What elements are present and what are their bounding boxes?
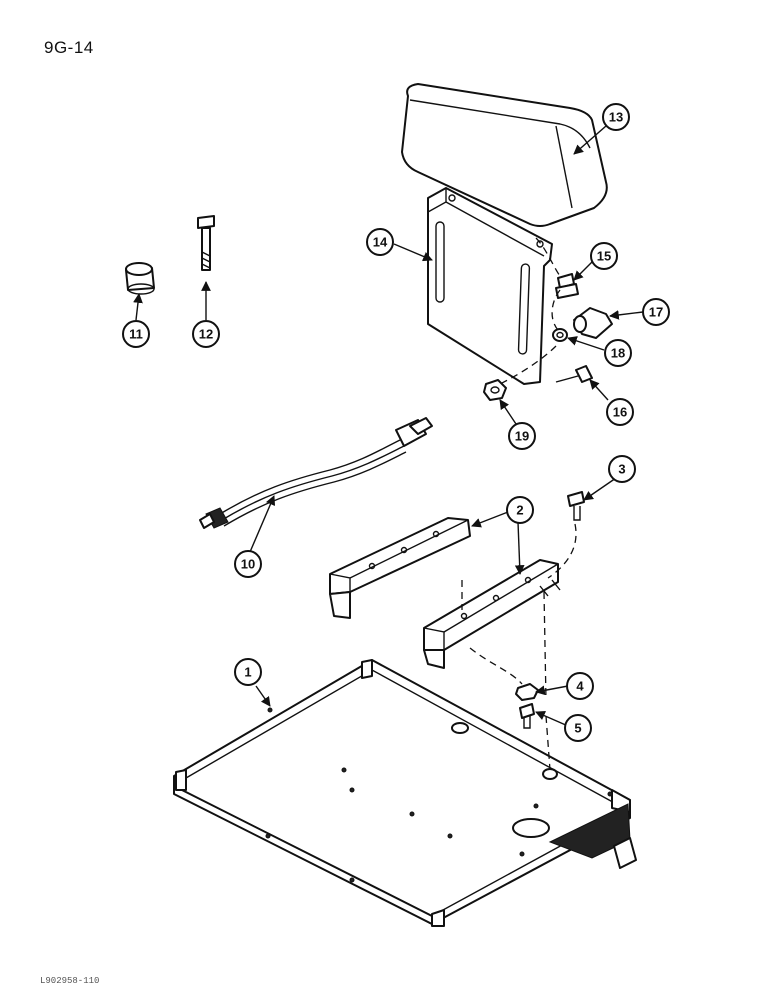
callout-10: 10: [234, 550, 262, 578]
callout-2: 2: [506, 496, 534, 524]
assembly-line-rail-nut: [469, 647, 523, 685]
screw-16: [555, 365, 593, 383]
svg-text:14: 14: [373, 235, 388, 250]
assembly-line-rail-vertical: [543, 591, 551, 771]
assembly-line-knob: [551, 289, 561, 331]
callout-17: 17: [642, 298, 670, 326]
svg-text:19: 19: [515, 429, 529, 444]
svg-text:5: 5: [574, 721, 581, 736]
wiring-harness: [199, 417, 433, 529]
svg-text:2: 2: [516, 503, 523, 518]
screw-3: [567, 491, 585, 521]
seat-rail-lower: [423, 559, 561, 669]
spacer-11: [125, 262, 155, 295]
callout-18: 18: [604, 339, 632, 367]
callout-4: 4: [566, 672, 594, 700]
svg-text:16: 16: [613, 405, 627, 420]
callout-5: 5: [564, 714, 592, 742]
callout-12: 12: [192, 320, 220, 348]
armrest-cushion: [401, 83, 608, 227]
svg-text:11: 11: [129, 327, 143, 342]
assembly-line-nut: [499, 345, 557, 385]
callout-13: 13: [602, 103, 630, 131]
seat-rail-upper: [329, 517, 471, 619]
callout-3: 3: [608, 455, 636, 483]
svg-text:3: 3: [618, 462, 625, 477]
washer-18: [552, 328, 568, 342]
knob-17: [573, 307, 613, 339]
svg-text:17: 17: [649, 305, 663, 320]
callout-1: 1: [234, 658, 262, 686]
assembly-line-armrest: [535, 237, 561, 277]
svg-text:13: 13: [609, 110, 623, 125]
callout-19: 19: [508, 422, 536, 450]
nut-19: [483, 379, 507, 401]
page-code: 9G-14: [44, 38, 94, 57]
seat-base-plate: [173, 659, 637, 927]
footer-code: L902958-110: [40, 976, 100, 986]
svg-text:1: 1: [244, 665, 251, 680]
bolt-12: [197, 215, 215, 271]
svg-text:4: 4: [576, 679, 584, 694]
svg-text:12: 12: [199, 327, 213, 342]
svg-text:18: 18: [611, 346, 625, 361]
callout-14: 14: [366, 228, 394, 256]
nut-4: [515, 683, 539, 701]
screw-5: [519, 703, 535, 729]
callout-16: 16: [606, 398, 634, 426]
screw-15: [555, 273, 579, 299]
callout-11: 11: [122, 320, 150, 348]
svg-text:10: 10: [241, 557, 255, 572]
armrest-bracket: [427, 187, 553, 385]
callout-15: 15: [590, 242, 618, 270]
svg-text:15: 15: [597, 249, 611, 264]
assembly-line-rail-screw: [547, 523, 577, 579]
